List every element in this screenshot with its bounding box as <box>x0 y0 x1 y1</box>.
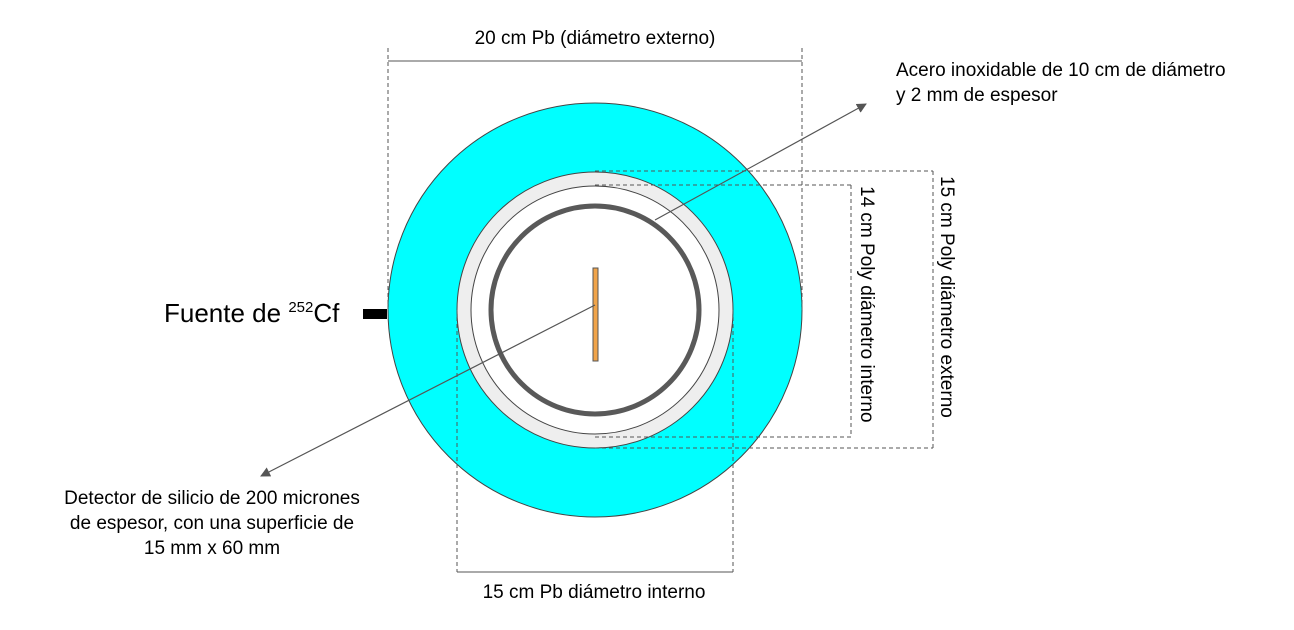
steel-pointer-arrow <box>654 103 867 221</box>
steel-label-line2: y 2 mm de espesor <box>896 85 1058 106</box>
cf-source <box>363 309 387 319</box>
pb-outer-label: 20 cm Pb (diámetro externo) <box>474 28 716 49</box>
detector-label-line1: Detector de silicio de 200 micrones <box>64 488 360 509</box>
steel-label-line1: Acero inoxidable de 10 cm de diámetro <box>896 60 1226 81</box>
detector-label-line2: de espesor, con una superficie de <box>69 513 355 534</box>
source-label-prefix: Fuente de <box>164 298 289 328</box>
detector-label-line3: 15 mm x 60 mm <box>143 538 281 559</box>
source-isotope-mass: 252 <box>288 299 314 316</box>
detector-pointer-arrow <box>260 304 596 477</box>
silicon-detector <box>592 267 599 362</box>
source-element: Cf <box>313 298 340 328</box>
poly-inner-label: 14 cm Poly diámetro interno <box>856 186 877 423</box>
steel-chamber <box>488 203 702 417</box>
source-label: Fuente de 252Cf <box>164 297 339 329</box>
dimension-pb-outer <box>387 48 803 310</box>
poly-outer-label: 15 cm Poly diámetro externo <box>936 176 957 418</box>
dimension-pb-inner <box>456 310 734 573</box>
pb-inner-label: 15 cm Pb diámetro interno <box>482 582 706 603</box>
dimension-poly-outer <box>595 170 934 449</box>
dimension-poly-inner <box>595 184 852 438</box>
